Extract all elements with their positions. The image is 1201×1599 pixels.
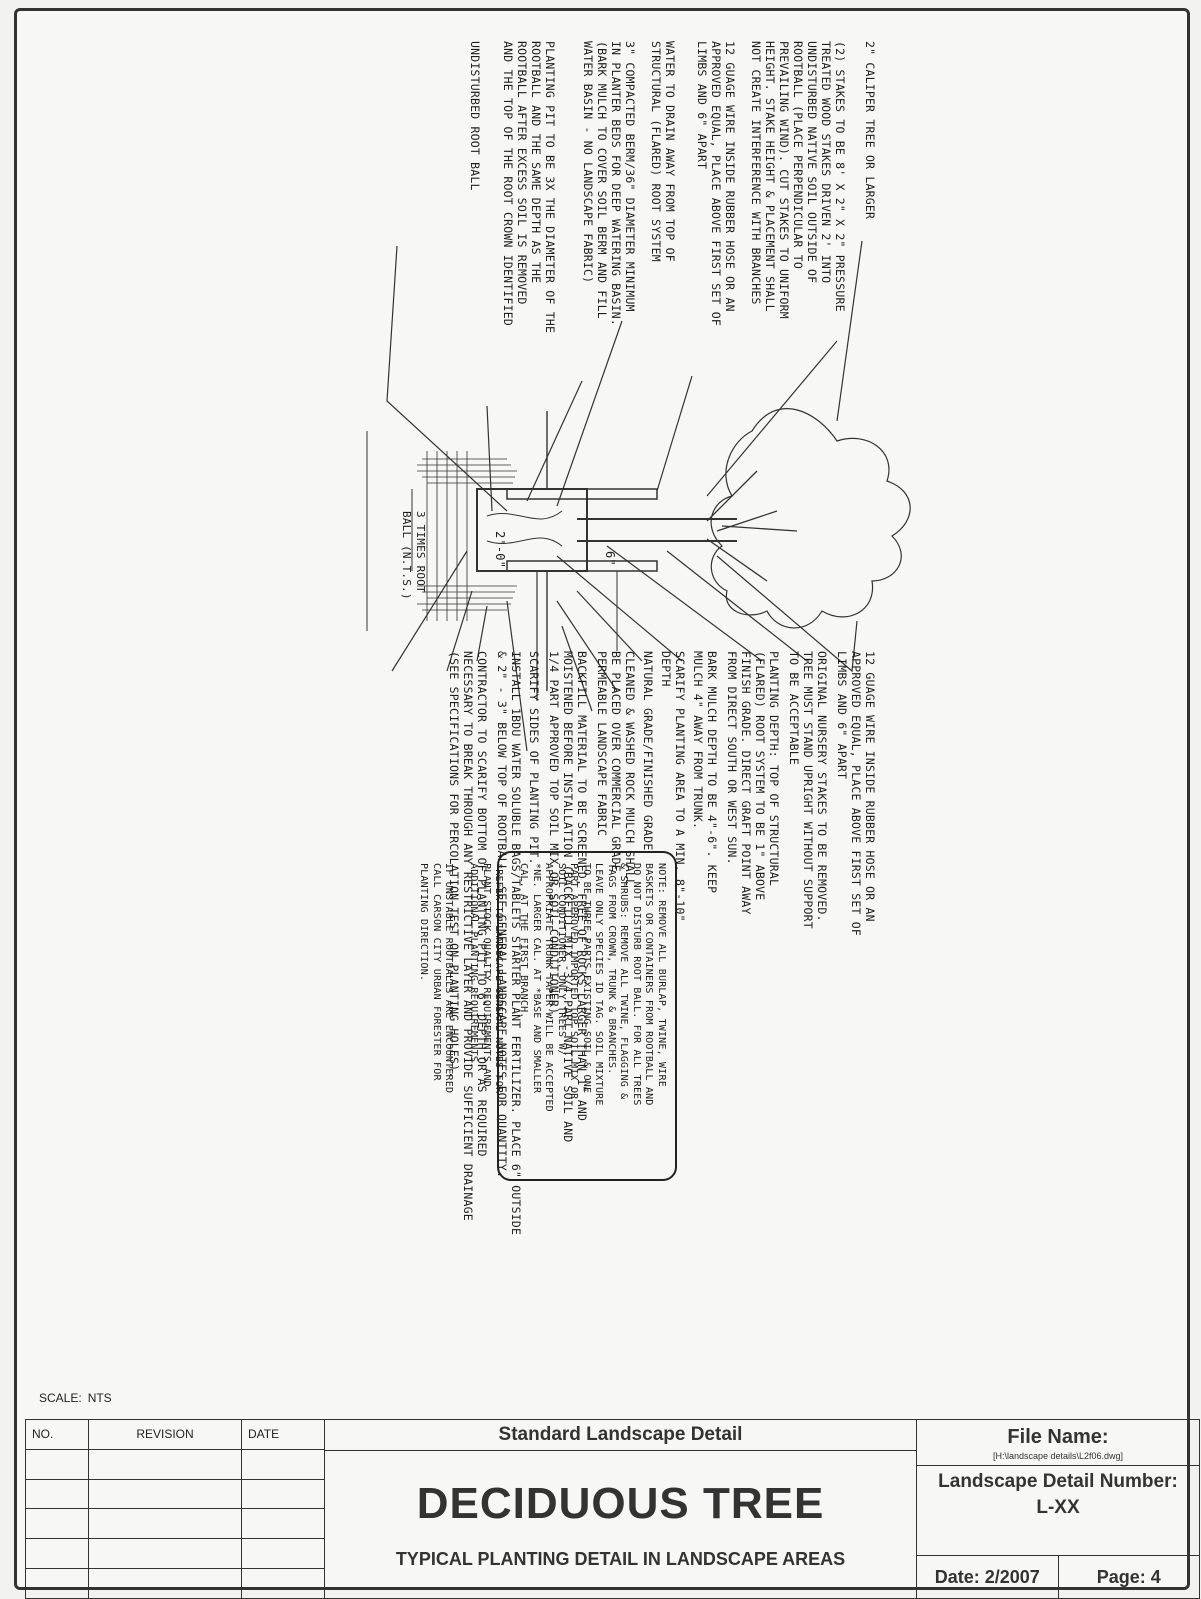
detail-description: TYPICAL PLANTING DETAIL IN LANDSCAPE ARE…: [395, 1549, 846, 1569]
note-caliper: 2" CALIPER TREE OR LARGER: [863, 41, 877, 220]
drawing-sheet: 2" CALIPER TREE OR LARGER (2) STAKES TO …: [14, 8, 1200, 1599]
rev-cell: [88, 1568, 242, 1599]
file-path: [H:\landscape details\L2f06.dwg]: [917, 1451, 1199, 1466]
rev-cell: [241, 1448, 325, 1480]
tree-canopy: [710, 408, 911, 629]
dim-three-times: 3 TIMES ROOT BALL (N.T.S.): [400, 511, 427, 600]
note-natural-grade: NATURAL GRADE/FINISHED GRADE: [641, 651, 655, 851]
detail-title: DECIDUOUS TREE: [416, 1479, 825, 1528]
file-name-label: File Name:: [1007, 1426, 1109, 1448]
page-cell: Page: 4: [1096, 1567, 1161, 1587]
scale-caption: SCALE:: [39, 1391, 82, 1405]
rev-cell: [25, 1508, 89, 1540]
dim-six-inch: 6": [603, 551, 617, 566]
detail-number: L-XX: [1036, 1497, 1080, 1518]
rev-cell: [25, 1538, 89, 1570]
date-cell: Date: 2/2007: [917, 1556, 1059, 1598]
rev-cell: [241, 1568, 325, 1599]
rev-cell: [88, 1508, 242, 1540]
rev-cell: [88, 1478, 242, 1510]
note-scarify-sides: SCARIFY SIDES OF PLANTING PIT.: [527, 651, 541, 865]
detail-subtitle: Standard Landscape Detail: [325, 1420, 916, 1451]
general-notes-box: NOTE: REMOVE ALL BURLAP, TWINE, WIRE BAS…: [419, 851, 677, 1181]
rev-cell: [88, 1448, 242, 1480]
note-wire-left: 12 GUAGE WIRE INSIDE RUBBER HOSE OR AN A…: [695, 41, 737, 326]
dim-two-foot: 2'-0": [493, 531, 507, 569]
col-date: DATE: [241, 1419, 325, 1450]
note-berm: 3" COMPACTED BERM/36" DIAMETER MINIMUM I…: [581, 41, 637, 326]
title-right: File Name: [H:\landscape details\L2f06.d…: [917, 1419, 1200, 1599]
rev-cell: [25, 1448, 89, 1480]
title-center: Standard Landscape Detail DECIDUOUS TREE…: [325, 1419, 917, 1599]
note-planting-pit: PLANTING PIT TO BE 3X THE DIAMETER OF TH…: [501, 41, 557, 334]
scale-value: NTS: [87, 1391, 112, 1405]
rev-cell: [25, 1568, 89, 1599]
note-nursery-stakes: ORIGINAL NURSERY STAKES TO BE REMOVED. T…: [787, 651, 829, 929]
note-bark-mulch: BARK MULCH DEPTH TO BE 4"-6". KEEP MULCH…: [691, 651, 719, 894]
rev-cell: [88, 1538, 242, 1570]
note-wire-right: 12 GUAGE WIRE INSIDE RUBBER HOSE OR AN A…: [835, 651, 877, 936]
note-planting-depth: PLANTING DEPTH: TOP OF STRUCTURAL (FLARE…: [725, 651, 781, 915]
note-stakes: (2) STAKES TO BE 8' X 2" X 2" PRESSURE T…: [749, 41, 847, 319]
rev-cell: [241, 1508, 325, 1540]
scale-label: SCALE: NTS: [39, 1391, 118, 1405]
note-undisturbed: UNDISTURBED ROOT BALL: [468, 41, 482, 191]
col-revision: REVISION: [88, 1419, 242, 1450]
rev-cell: [241, 1478, 325, 1510]
revision-table: NO. REVISION DATE: [25, 1419, 325, 1599]
note-water-drain: WATER TO DRAIN AWAY FROM TOP OF STRUCTUR…: [649, 41, 677, 262]
rev-cell: [25, 1478, 89, 1510]
col-no: NO.: [25, 1419, 89, 1450]
annotation-area: 2" CALIPER TREE OR LARGER (2) STAKES TO …: [347, 31, 887, 1411]
tree-planting-graphic: [366, 240, 911, 752]
date-page-row: Date: 2/2007 Page: 4: [917, 1555, 1199, 1598]
rotated-annotations: 2" CALIPER TREE OR LARGER (2) STAKES TO …: [347, 31, 887, 1411]
detail-number-label: Landscape Detail Number:: [938, 1471, 1178, 1492]
title-block: NO. REVISION DATE Standard Landscape Det…: [25, 1419, 1200, 1599]
rev-cell: [241, 1538, 325, 1570]
